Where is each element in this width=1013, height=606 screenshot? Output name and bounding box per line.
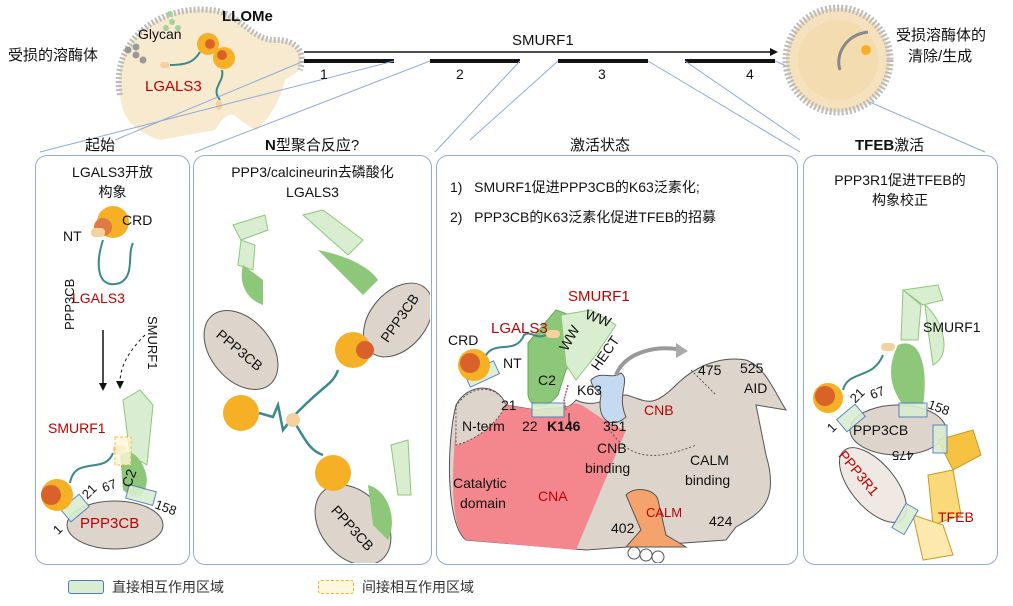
- panel1-title: 起始: [85, 137, 116, 154]
- calm-binding-label-2: binding: [685, 472, 731, 488]
- lgals3-label-3: LGALS3: [491, 320, 548, 337]
- damaged-lysosome-label: 受损的溶酶体: [8, 47, 99, 64]
- ppp3cb-ellipse: [66, 500, 164, 550]
- ppp3cb-label: PPP3CB: [80, 515, 140, 532]
- panel1-illustration: [41, 206, 164, 550]
- smurf1-label-3: SMURF1: [568, 288, 630, 305]
- glycan-grey-icon: [124, 43, 147, 64]
- stage-4: 4: [746, 66, 754, 82]
- indirect-swatch-icon: [318, 580, 354, 594]
- residue-351: 351: [603, 418, 627, 434]
- nt-label: NT: [63, 228, 82, 244]
- crd-label-3: CRD: [448, 332, 479, 348]
- nt-label-3: NT: [503, 355, 522, 371]
- panel4-illustration: [813, 284, 982, 561]
- stage-2: 2: [456, 66, 464, 82]
- result-label-2: 清除/生成: [908, 48, 973, 65]
- smurf1-arrow-label: SMURF1: [145, 316, 160, 370]
- residue-21-3: 21: [501, 397, 517, 413]
- catalytic-label-1: Catalytic: [453, 475, 507, 491]
- cnb-binding-label-2: binding: [585, 460, 631, 476]
- calm-shape: [624, 489, 688, 548]
- residue-525: 525: [740, 360, 764, 376]
- c2-label-3: C2: [538, 372, 556, 388]
- panel3-illustration: [448, 309, 788, 563]
- glycan-label: Glycan: [138, 26, 182, 42]
- panel3-desc: 1) SMURF1促进PPP3CB的K63泛素化; 2) PPP3CB的K63泛…: [450, 179, 717, 225]
- direct-swatch-icon: [68, 580, 104, 594]
- catalytic-label-2: domain: [460, 495, 506, 511]
- stage-1: 1: [320, 66, 328, 82]
- panel3-title: 激活状态: [570, 137, 631, 154]
- conformation-arrow-icon: [614, 346, 682, 376]
- lgals3-label: LGALS3: [72, 290, 125, 306]
- legend-direct: 直接相互作用区域: [68, 577, 224, 597]
- lgals3-label-top: LGALS3: [145, 78, 202, 95]
- panel4-title: TFEB激活: [855, 137, 925, 154]
- cnb-label: CNB: [644, 402, 674, 418]
- ppp3cb-arrow-label: PPP3CB: [62, 278, 77, 330]
- residue-402: 402: [611, 520, 635, 536]
- crd-label: CRD: [122, 212, 153, 228]
- lgals3-crd-icon: [197, 33, 235, 69]
- cna-label: CNA: [538, 488, 568, 504]
- llome-label: LLOMe: [222, 8, 273, 25]
- nterm-label: N-term: [462, 418, 505, 434]
- panel1-desc: LGALS3开放 构象: [72, 164, 153, 200]
- aid-label: AID: [744, 380, 768, 396]
- ppp3cb-label-4: PPP3CB: [853, 422, 909, 438]
- panel4-desc: PPP3R1促进TFEB的 构象校正: [834, 172, 966, 208]
- panel2-title: N型聚合反应?: [265, 137, 360, 154]
- smurf1-label: SMURF1: [48, 420, 106, 436]
- k146-label: K146: [547, 418, 581, 434]
- smurf1-label-4: SMURF1: [923, 319, 981, 335]
- tfeb-label: TFEB: [938, 509, 974, 525]
- ppp3cb-ellipse-1: [203, 310, 279, 390]
- residue-475-4: 475: [892, 448, 914, 463]
- damaged-lysosome-shape: [118, 9, 302, 141]
- cna-catalytic-shape: [453, 403, 626, 550]
- cnb-shape: [590, 372, 627, 424]
- glycan-icon: [163, 11, 181, 31]
- k63-label: K63: [577, 382, 602, 398]
- calm-label: CALM: [646, 505, 683, 520]
- residue-22: 22: [522, 418, 538, 434]
- stage-3: 3: [598, 66, 606, 82]
- panel2-illustration: [203, 209, 430, 563]
- panel2-desc: PPP3/calcineurin去磷酸化 LGALS3: [231, 164, 394, 200]
- legend-indirect: 间接相互作用区域: [318, 577, 474, 597]
- cnb-binding-label-1: CNB: [597, 440, 627, 456]
- residue-424: 424: [709, 513, 733, 529]
- smurf1-axis-label: SMURF1: [512, 32, 574, 49]
- result-label-1: 受损溶酶体的: [896, 27, 987, 44]
- calm-binding-label-1: CALM: [690, 452, 729, 468]
- residue-475: 475: [698, 362, 722, 378]
